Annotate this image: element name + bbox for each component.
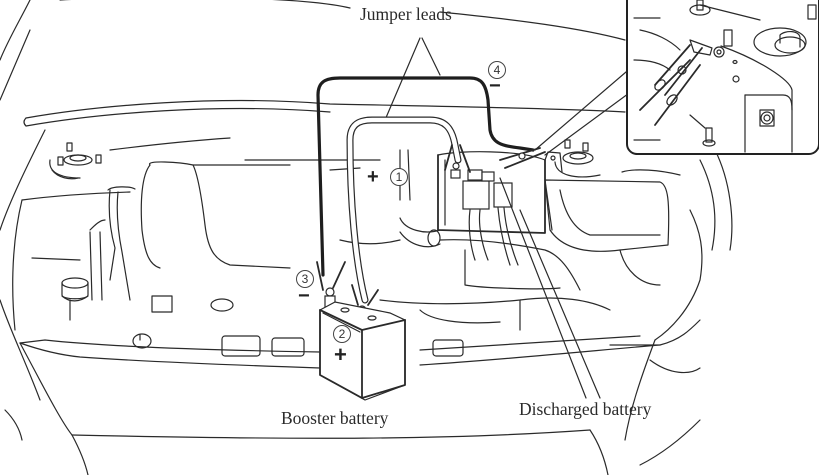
- plus-sign-step-1: +: [367, 166, 379, 188]
- clamp-discharged-positive: [444, 144, 471, 179]
- radiator-support: [0, 299, 701, 475]
- washer-reservoir-cap: [61, 277, 89, 321]
- jumper-leads-label: Jumper leads: [360, 4, 452, 24]
- inset-detail-view: [626, 0, 819, 155]
- step-2-marker: 2: [333, 325, 351, 343]
- hood-outline: [0, 0, 626, 231]
- right-strut-tower: [554, 139, 601, 178]
- booster-battery: [319, 301, 406, 401]
- minus-sign-step-3: −: [298, 285, 310, 307]
- step-3-marker: 3: [296, 270, 314, 288]
- oil-filler-cap: [132, 295, 234, 349]
- discharged-battery: [437, 151, 581, 291]
- clamp-booster-negative: [316, 261, 346, 311]
- intake-hose: [329, 149, 611, 331]
- step-4-marker: 4: [488, 61, 506, 79]
- left-strut-tower: [49, 142, 102, 180]
- fuse-box: [544, 149, 733, 341]
- minus-sign-step-4: −: [489, 75, 501, 97]
- step-1-marker: 1: [390, 168, 408, 186]
- discharged-battery-label: Discharged battery: [519, 399, 652, 419]
- booster-battery-label: Booster battery: [281, 408, 389, 428]
- plus-sign-booster: +: [334, 342, 347, 367]
- jumper-cables: [316, 76, 535, 304]
- engine-cover: [12, 159, 381, 331]
- clamp-ground: [499, 147, 546, 169]
